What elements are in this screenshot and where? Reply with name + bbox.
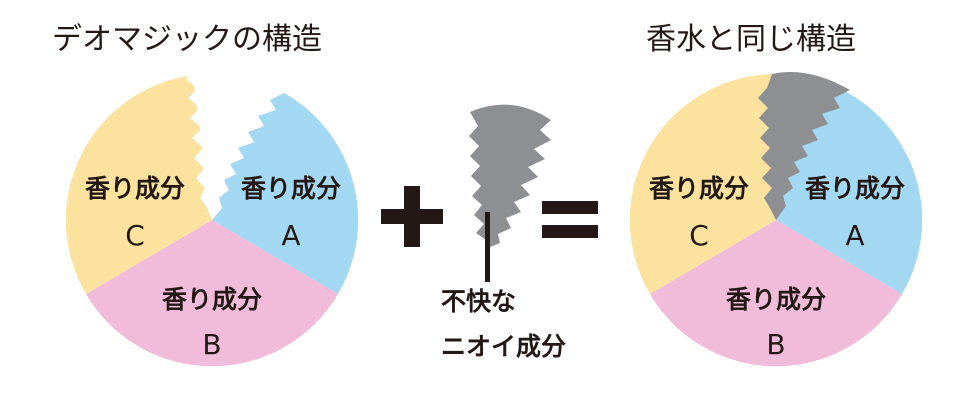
equals-operator [542, 201, 598, 238]
right-label-b: 香り成分 B [726, 285, 826, 361]
svg-text:B: B [202, 328, 221, 361]
right-slice-c [629, 73, 776, 294]
left-white-wedge [186, 60, 286, 220]
svg-text:香り成分: 香り成分 [649, 174, 749, 203]
right-gray-wedge [758, 72, 850, 220]
left-label-a: 香り成分 A [241, 174, 341, 252]
left-label-c: 香り成分 C [85, 174, 185, 252]
svg-text:香り成分: 香り成分 [241, 174, 341, 203]
odor-component: 不快な ニオイ成分 [441, 104, 566, 361]
svg-text:香り成分: 香り成分 [85, 174, 185, 203]
svg-text:C: C [689, 219, 709, 252]
right-heading: 香水と同じ構造 [646, 22, 856, 57]
svg-text:香り成分: 香り成分 [726, 285, 826, 314]
left-heading: デオマジックの構造 [52, 22, 322, 57]
left-slice-b [86, 220, 338, 367]
odor-caption-line1: 不快な [441, 287, 516, 316]
right-label-a: 香り成分 A [805, 174, 905, 252]
svg-text:香り成分: 香り成分 [805, 174, 905, 203]
svg-text:A: A [845, 219, 864, 252]
plus-operator [381, 186, 443, 247]
odor-wedge [469, 104, 551, 249]
svg-text:B: B [766, 328, 785, 361]
left-slice-c [65, 73, 212, 294]
left-pie-chart [65, 60, 359, 367]
right-slice-b [650, 220, 902, 367]
svg-text:C: C [125, 219, 145, 252]
right-label-c: 香り成分 C [649, 174, 749, 252]
svg-text:香り成分: 香り成分 [162, 285, 262, 314]
left-label-b: 香り成分 B [162, 285, 262, 361]
right-pie-chart [629, 72, 923, 367]
odor-leader-line [485, 212, 490, 282]
odor-caption-line2: ニオイ成分 [441, 332, 566, 361]
svg-text:A: A [281, 219, 300, 252]
